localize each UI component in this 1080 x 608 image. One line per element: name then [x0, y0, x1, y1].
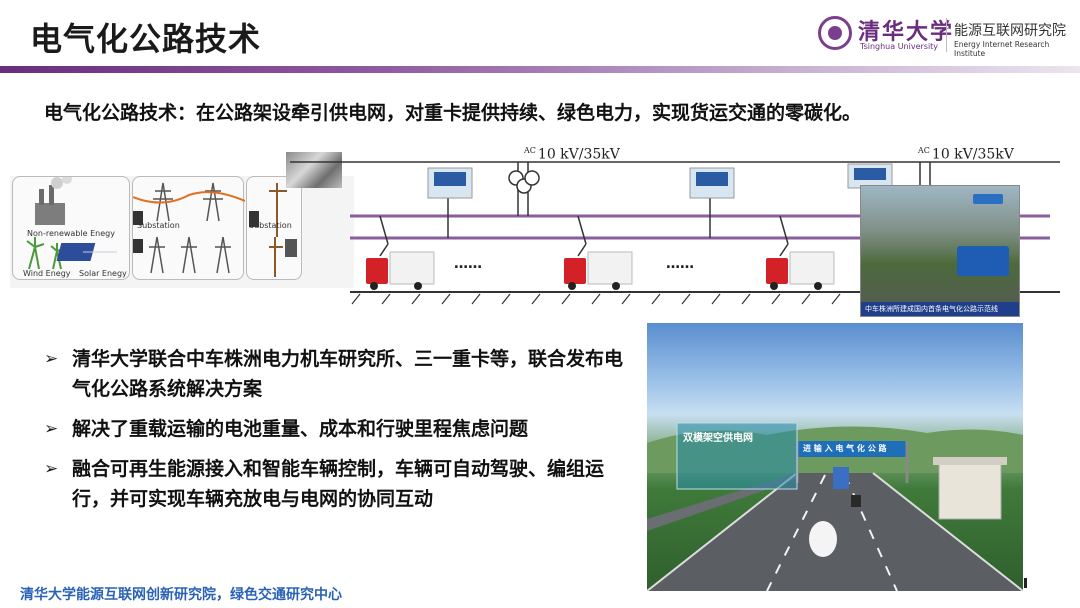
bullet-arrow-icon: ➢	[44, 459, 59, 479]
bullet-item: ➢ 解决了重载运输的电池重量、成本和行驶里程焦虑问题	[44, 414, 634, 444]
sign-board-text: 双模架空供电网	[683, 433, 753, 444]
electric-truck-photo	[957, 246, 1009, 276]
energy-sources-box: Non-renewable Enegy Wind Enegy Solar Ene…	[12, 174, 130, 280]
logo-institute-cn: 能源互联网研究院	[954, 23, 1066, 39]
transmission-tower-icon	[132, 182, 246, 274]
bullet-arrow-icon: ➢	[44, 349, 59, 369]
tsinghua-logo: 清华大学 Tsinghua University 能源互联网研究院 Energy…	[816, 14, 1066, 58]
bullet-text: 解决了重载运输的电池重量、成本和行驶里程焦虑问题	[72, 418, 529, 440]
logo-institute-en: Energy Internet Research Institute	[954, 40, 1050, 58]
electrified-highway-diagram: Non-renewable Enegy Wind Enegy Solar Ene…	[10, 146, 1070, 318]
channel-logo-icon	[973, 194, 1003, 204]
footer-text: 清华大学能源互联网创新研究院，绿色交通研究中心	[20, 587, 342, 603]
tsinghua-seal-icon	[818, 16, 852, 50]
substation-photo	[286, 152, 342, 188]
logo-university-cn: 清华大学	[858, 19, 955, 45]
energy-source-panel: Non-renewable Enegy Wind Enegy Solar Ene…	[10, 174, 354, 288]
ellipsis-2: ……	[666, 256, 694, 272]
highway-scene-svg	[647, 422, 1023, 591]
gantry-text: 进 输 入 电 气 化 公 路	[803, 444, 887, 453]
logo-separator	[946, 18, 947, 52]
energy-sources-icon	[26, 174, 117, 270]
slide-title: 电气化公路技术	[30, 20, 262, 58]
intro-text: 电气化公路技术：在公路架设牵引供电网，对重卡提供持续、绿色电力，实现货运交通的零…	[44, 102, 862, 124]
label-substation-1: Substation	[137, 221, 180, 230]
bullet-arrow-icon: ➢	[44, 419, 59, 439]
substation-box-2: Substation	[246, 176, 302, 280]
label-wind: Wind Enegy	[23, 269, 71, 278]
logo-university-en: Tsinghua University	[860, 42, 939, 51]
bullet-list: ➢ 清华大学联合中车株洲电力机车研究所、三一重卡等，联合发布电气化公路系统解决方…	[44, 344, 634, 524]
ellipsis-1: ……	[454, 256, 482, 272]
photo-caption: 中车株洲所建成国内首条电气化公路示范线	[861, 302, 1019, 316]
page-marker	[1024, 578, 1027, 588]
bullet-text: 清华大学联合中车株洲电力机车研究所、三一重卡等，联合发布电气化公路系统解决方案	[72, 348, 624, 400]
substation-box-1: Substation	[132, 176, 246, 280]
header-divider	[0, 66, 1080, 73]
label-solar: Solar Enegy	[79, 269, 127, 278]
demo-line-photo: 中车株洲所建成国内首条电气化公路示范线	[860, 185, 1020, 317]
label-non-renewable: Non-renewable Enegy	[27, 229, 115, 238]
highway-render-image: 双模架空供电网 进 输 入 电 气 化 公 路	[647, 323, 1023, 591]
label-substation-2: Substation	[249, 221, 292, 230]
bullet-text: 融合可再生能源接入和智能车辆控制，车辆可自动驾驶、编组运行，并可实现车辆充放电与…	[72, 458, 605, 510]
bullet-item: ➢ 融合可再生能源接入和智能车辆控制，车辆可自动驾驶、编组运行，并可实现车辆充放…	[44, 454, 634, 514]
bullet-item: ➢ 清华大学联合中车株洲电力机车研究所、三一重卡等，联合发布电气化公路系统解决方…	[44, 344, 634, 404]
substation-pole-icon	[249, 183, 297, 277]
